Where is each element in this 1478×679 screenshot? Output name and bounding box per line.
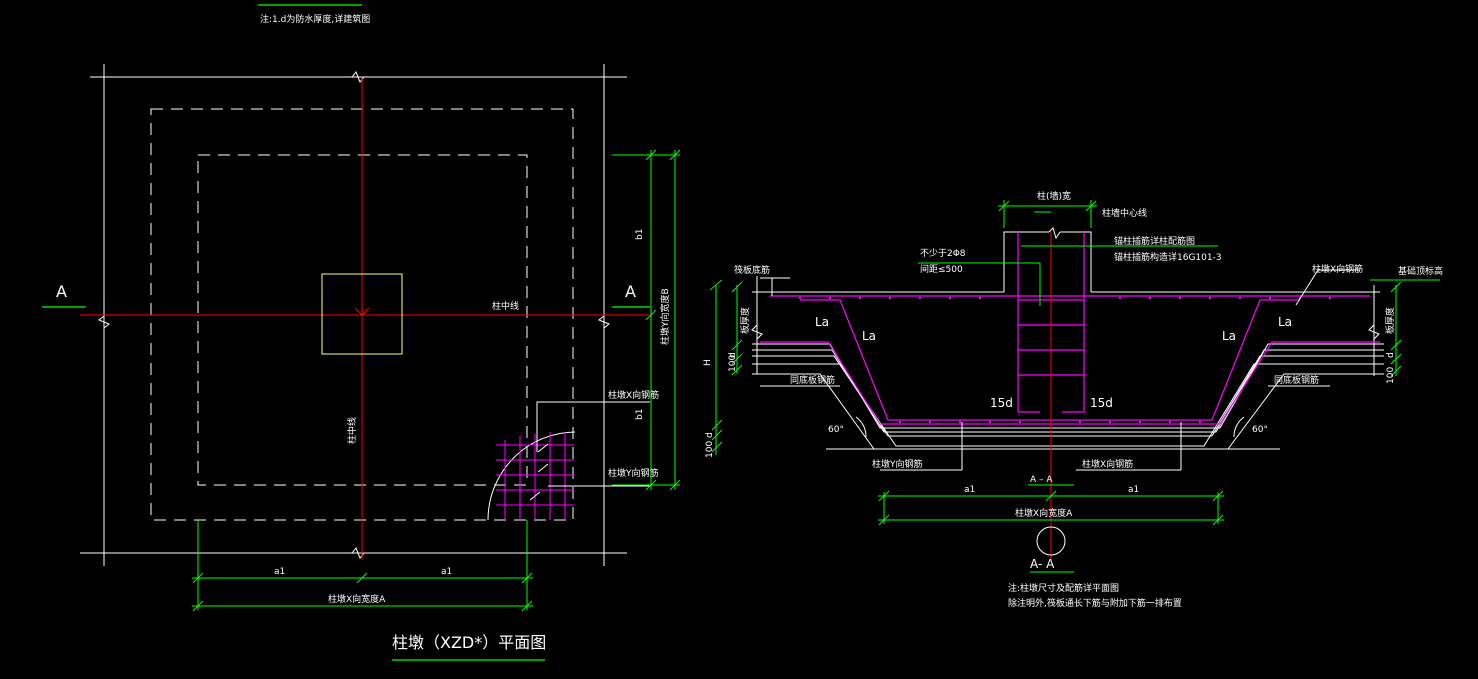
dim-b1-bottom: b1: [635, 409, 645, 420]
plan-leaders: [536, 401, 650, 487]
section-note-2: 除注明外,筏板通长下筋与附加下筋一排布置: [1008, 597, 1182, 609]
label-angle-left: 60°: [828, 425, 844, 435]
label-anchor-2: 锚柱插筋构造详16G101-3: [1114, 251, 1222, 263]
dim-a1-right: a1: [441, 567, 452, 577]
label-slab-rebar: 筏板底筋: [734, 264, 770, 276]
label-column-center: 柱墙中心线: [1102, 207, 1147, 219]
dim-a-total: 柱墩X向宽度A: [328, 593, 386, 605]
label-column-width: 柱(墙)宽: [1037, 190, 1071, 202]
label-slab-thickness-right: 板厚度: [1384, 307, 1396, 334]
label-angle-right: 60°: [1252, 425, 1268, 435]
plan-title: 柱墩（XZD*）平面图: [392, 633, 546, 652]
section-view: 柱(墙)宽 柱墙中心线 锚柱插筋详柱配筋图 锚柱插筋构造详16G101-3 不少…: [703, 190, 1443, 609]
label-anchor-1: 锚柱插筋详柱配筋图: [1114, 235, 1195, 247]
label-15d-left: 15d: [990, 396, 1013, 410]
leader-x-rebar: 柱墩X向钢筋: [608, 389, 659, 401]
label-a1-left: a1: [964, 485, 975, 495]
rebar-dots: [798, 296, 1332, 424]
label-15d-right: 15d: [1090, 396, 1113, 410]
plan-view: 注:1.d为防水厚度,详建筑图 柱中线 柱中线 A: [42, 4, 681, 661]
pit-outline: [752, 343, 1384, 450]
label-la-2: La: [862, 329, 876, 343]
section-column: [1003, 227, 1092, 292]
label-h: H: [703, 359, 713, 366]
label-d: d: [728, 352, 738, 358]
label-stirrup-1: 不少于2Φ8: [920, 248, 966, 259]
label-slab-top-elev: 基础顶标高: [1398, 265, 1443, 277]
label-100: 100: [728, 355, 738, 372]
label-same-bottom-right: 同底板钢筋: [1274, 374, 1319, 386]
slab-top-line: [751, 276, 1380, 376]
label-center-v: 柱中线: [346, 417, 358, 444]
label-la-1: La: [815, 315, 829, 329]
dim-b1-top: b1: [635, 229, 645, 240]
plan-dim-right: [612, 149, 681, 491]
section-note-1: 注:柱墩尺寸及配筋详平面图: [1008, 582, 1119, 594]
rebar-detail-circle: [487, 431, 576, 521]
label-100-bottom: 100: [705, 441, 715, 458]
label-same-bottom-left: 同底板钢筋: [790, 374, 835, 386]
label-a1-right: a1: [1128, 485, 1139, 495]
label-x-rebar-top: 柱墩X向钢筋: [1312, 263, 1363, 275]
label-d-right: d: [1386, 352, 1396, 358]
label-stirrup-2: 间距≤500: [920, 263, 963, 275]
label-la-4: La: [1278, 315, 1292, 329]
section-mark-left: A: [56, 282, 67, 301]
dim-a1-left: a1: [274, 567, 285, 577]
label-la-3: La: [1222, 329, 1236, 343]
label-x-rebar-bottom: 柱墩X向钢筋: [1082, 458, 1133, 470]
label-a-total: 柱墩X向宽度A: [1015, 507, 1073, 519]
section-bubble: [1036, 526, 1066, 556]
dim-b-total: 柱墩Y向宽度B: [659, 288, 671, 345]
label-100-right: 100: [1386, 367, 1396, 384]
column-center-mark: [354, 307, 370, 322]
label-slab-thickness: 板厚度: [739, 307, 751, 334]
section-leaders: [760, 269, 1360, 471]
section-mark-right: A: [625, 282, 636, 301]
plan-note: 注:1.d为防水厚度,详建筑图: [260, 13, 370, 25]
column-square: [321, 273, 403, 355]
leader-y-rebar: 柱墩Y向钢筋: [608, 467, 659, 479]
section-dims: [709, 200, 1440, 573]
label-d-bottom: d: [705, 432, 715, 438]
label-y-rebar-bottom: 柱墩Y向钢筋: [872, 458, 923, 470]
section-title: A- A: [1030, 557, 1055, 571]
label-center-h: 柱中线: [492, 300, 519, 312]
label-cut: A – A: [1030, 475, 1053, 485]
plan-dim-bottom: [192, 520, 533, 612]
